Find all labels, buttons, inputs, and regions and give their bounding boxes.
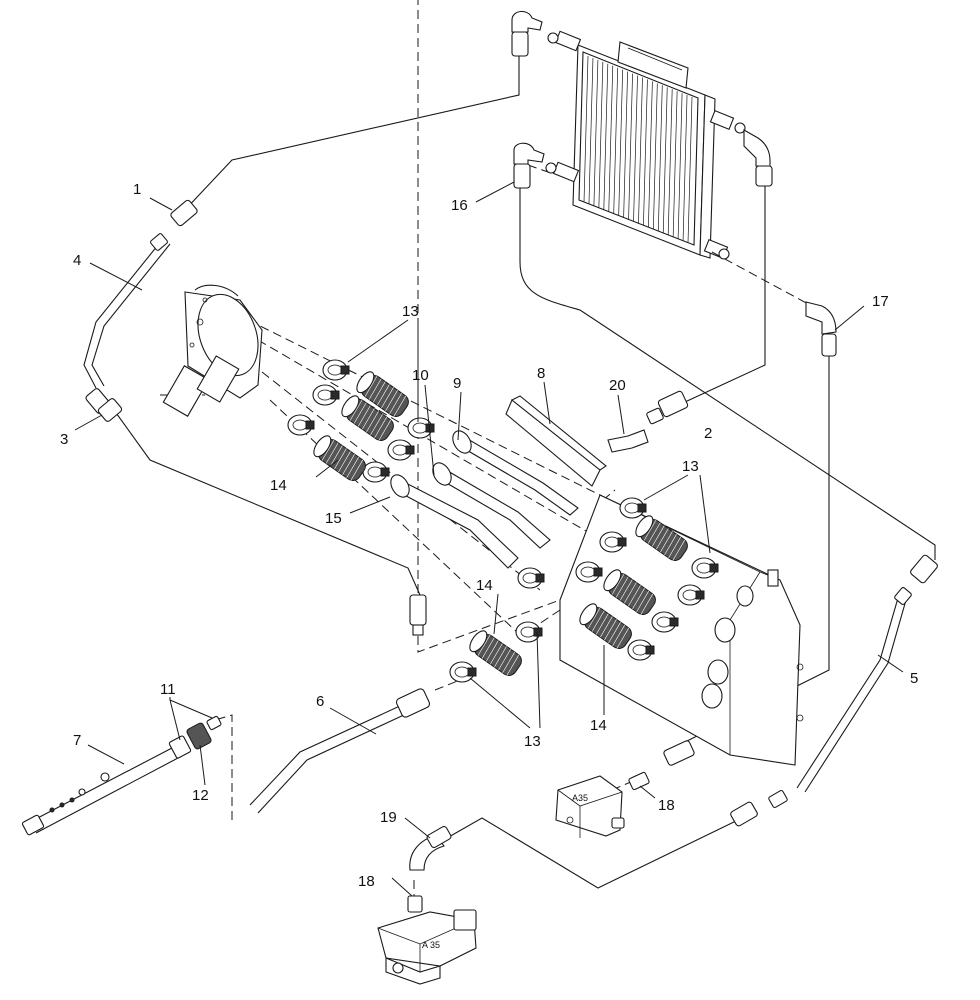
callout-13-upper-left: 13	[402, 303, 419, 320]
oil-cooler	[545, 30, 746, 260]
hose-clamp	[691, 557, 719, 579]
spring-coils	[313, 371, 688, 676]
cooler-fin	[598, 61, 604, 208]
cooler-fin	[633, 75, 638, 222]
cooler-fin	[593, 59, 599, 206]
cooler-fin	[652, 83, 658, 230]
valve-block-upper: A35	[555, 775, 625, 838]
cooler-fin	[618, 69, 624, 216]
callout-9: 9	[453, 375, 461, 392]
cooler-fin	[643, 79, 648, 226]
cooler-fin	[667, 89, 673, 236]
cooler-fin	[628, 73, 633, 220]
callout-13-lower: 13	[524, 733, 541, 750]
hose-set	[390, 430, 579, 569]
cooler-fin	[608, 65, 614, 212]
cooler-fin	[662, 87, 668, 234]
callout-1: 1	[133, 181, 141, 198]
control-valve-bank	[559, 494, 804, 766]
cooler-fin	[677, 93, 683, 240]
spring-coil	[356, 371, 409, 417]
callout-20: 20	[609, 377, 626, 394]
callout-17: 17	[872, 293, 889, 310]
callout-14-middle: 14	[476, 577, 493, 594]
hose-clamp	[449, 661, 477, 683]
hose-clamp	[651, 611, 679, 633]
callout-7: 7	[73, 732, 81, 749]
hose-clamp	[517, 567, 545, 589]
hose-clamp	[515, 621, 543, 643]
hose-clamps	[287, 359, 719, 683]
cooler-fin	[588, 57, 594, 204]
spring-coil	[469, 630, 522, 676]
hose-lines	[29, 55, 936, 889]
hose-clamp	[619, 497, 647, 519]
callout-18-right: 18	[658, 797, 675, 814]
cooler-fin	[672, 91, 678, 238]
callout-14-left: 14	[270, 477, 287, 494]
hose-clamp	[575, 561, 603, 583]
spring-coil	[603, 569, 656, 615]
cooler-fin	[603, 63, 609, 210]
cooler-fin	[623, 71, 628, 218]
fittings	[21, 10, 938, 913]
hose-clamp	[322, 359, 350, 381]
callout-11: 11	[160, 681, 176, 698]
cooler-fin	[682, 95, 688, 242]
leader-lines	[74, 181, 904, 897]
hose-clamp	[287, 414, 315, 436]
hose-clamp	[599, 531, 627, 553]
cooler-fin	[583, 55, 589, 203]
pump-housing	[162, 284, 263, 417]
callout-12: 12	[192, 787, 209, 804]
hose-clamp	[312, 384, 340, 406]
callout-labels: 1 2 3 4 5 6 7 8 9 10 11 12 13 13 13 14 1…	[60, 181, 918, 890]
spring-coil	[579, 603, 632, 649]
callout-14-right: 14	[590, 717, 607, 734]
alignment-lines	[160, 0, 811, 900]
valve-block-lower: A 35	[377, 909, 477, 985]
valve-plate-upper: A35	[572, 793, 588, 803]
spring-coil	[313, 435, 366, 481]
hose-clamp	[387, 439, 415, 461]
cooler-fin	[648, 81, 653, 228]
callout-15: 15	[325, 510, 342, 527]
cooler-fin	[687, 96, 693, 244]
callout-18-lower: 18	[358, 873, 375, 890]
callout-19: 19	[380, 809, 397, 826]
spring-coil	[635, 515, 688, 561]
hose-clamp	[407, 417, 435, 439]
callout-8: 8	[537, 365, 545, 382]
callout-13-upper-right: 13	[682, 458, 699, 475]
hose-clamp	[677, 584, 705, 606]
hose-clamp	[627, 639, 655, 661]
callout-4: 4	[73, 252, 81, 269]
callout-3: 3	[60, 431, 68, 448]
manifold-block	[505, 395, 607, 487]
hose-clamp	[362, 461, 390, 483]
callout-10: 10	[412, 367, 429, 384]
cooler-fin	[638, 77, 643, 224]
callout-5: 5	[910, 670, 918, 687]
cooler-fin	[613, 67, 619, 214]
cooler-fin	[657, 85, 663, 232]
callout-16: 16	[451, 197, 468, 214]
valve-plate-lower: A 35	[422, 940, 440, 950]
callout-2: 2	[704, 425, 712, 442]
callout-6: 6	[316, 693, 324, 710]
spring-coil	[341, 395, 394, 441]
